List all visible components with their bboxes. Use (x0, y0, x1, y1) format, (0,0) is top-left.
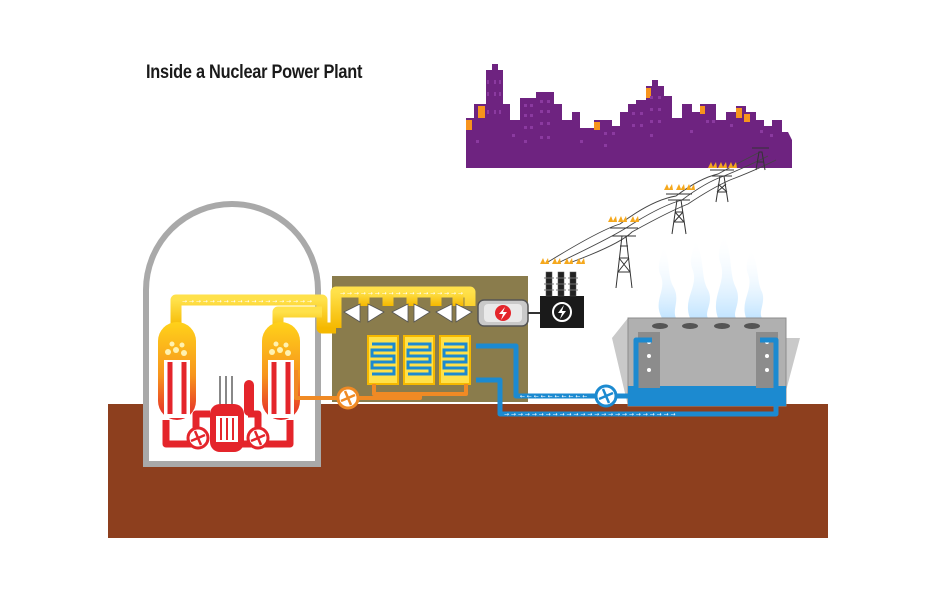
tower-3b (752, 147, 769, 171)
cooling-vapor (658, 232, 764, 318)
cooling-flow-arrows: ← ← ← ← ← ← ← ← ← ← → → → → → → → → → → … (504, 393, 675, 418)
svg-text:→ → → → → → → → → → → → → → →: → → → → → → → → → → → → → → → → → → → → … (504, 411, 675, 418)
svg-text:← ← ← ← ← ← ← ← ← ←: ← ← ← ← ← ← ← ← ← ← (520, 393, 587, 400)
condenser-3 (439, 335, 471, 385)
steam-generator-right (262, 322, 300, 420)
svg-text:→ → → → → → → → → → → → → → →: → → → → → → → → → → → → → → → → → → → (182, 298, 312, 305)
cooling-water-pump (594, 384, 618, 408)
transmission-tower-2 (666, 193, 692, 235)
lightning-bolt-icon (552, 302, 572, 322)
turbine-set (343, 303, 473, 323)
steam-generator-left (158, 322, 196, 420)
transformer (540, 271, 584, 328)
steam-lines (170, 286, 476, 334)
feedwater-pump (336, 386, 360, 410)
generator (477, 299, 529, 327)
condenser-2 (403, 335, 435, 385)
transmission-tower-1 (610, 227, 638, 289)
transmission-tower-3 (710, 169, 734, 203)
transmission-lines (547, 151, 777, 263)
city-skyline (466, 64, 792, 168)
pressurizer (244, 380, 254, 416)
feedwater-line (294, 370, 468, 400)
reactor-coolant-pump-left (186, 426, 210, 450)
svg-text:→ → → → → → → → → → → → → → →: → → → → → → → → → → → → → → → → → → (340, 290, 463, 297)
reactor-coolant-pump-right (246, 426, 270, 450)
cooling-tower (612, 317, 800, 407)
condenser-1 (367, 335, 399, 385)
cooling-water-loop (476, 337, 779, 417)
reactor-vessel (210, 376, 254, 452)
sparks (540, 162, 737, 264)
steam-flow-arrows: → → → → → → → → → → → → → → → → → → → → … (182, 290, 463, 305)
diagram-title: Inside a Nuclear Power Plant (146, 62, 363, 83)
